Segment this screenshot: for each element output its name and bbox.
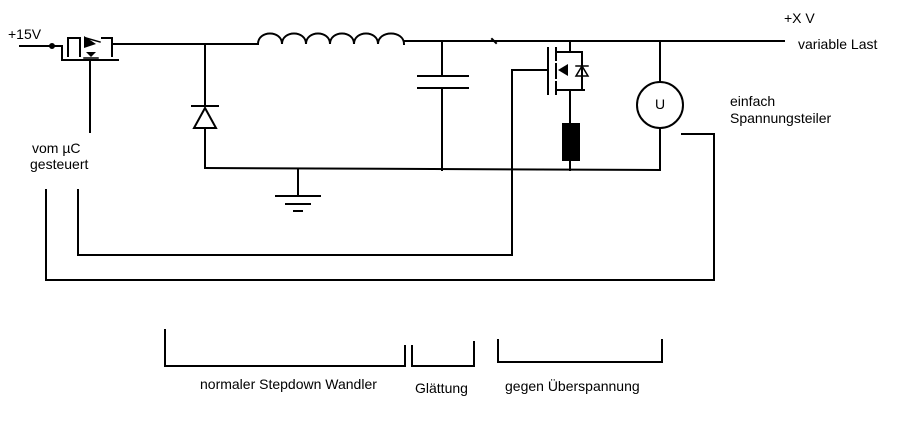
smoothing-capacitor [417,40,469,171]
input-terminal [19,43,63,49]
bracket-smoothing [411,341,475,367]
inductor [256,32,406,46]
overvoltage-mosfet [511,40,590,125]
section-label-overvoltage: gegen Überspannung [505,378,640,394]
divider-label-2: Spannungsteiler [730,110,832,126]
shunt-resistor [562,123,580,171]
bracket-stepdown [164,329,406,367]
controller-label-1: vom µC [32,140,81,156]
voltmeter [636,40,684,171]
freewheel-diode [191,43,219,169]
top-rail [117,37,785,45]
output-voltage-label: +X V [784,10,815,26]
bracket-overvoltage [497,339,663,363]
load-label: variable Last [798,36,878,52]
voltmeter-symbol: U [654,96,666,112]
divider-label-1: einfach [730,93,776,109]
ground-rail [203,166,662,212]
input-voltage-label: +15V [8,26,42,42]
section-label-smoothing: Glättung [415,380,468,396]
feedback-wires [45,133,715,281]
section-label-stepdown: normaler Stepdown Wandler [200,376,377,392]
input-switch-transistor [61,36,127,61]
controller-label-2: gesteuert [30,156,89,172]
